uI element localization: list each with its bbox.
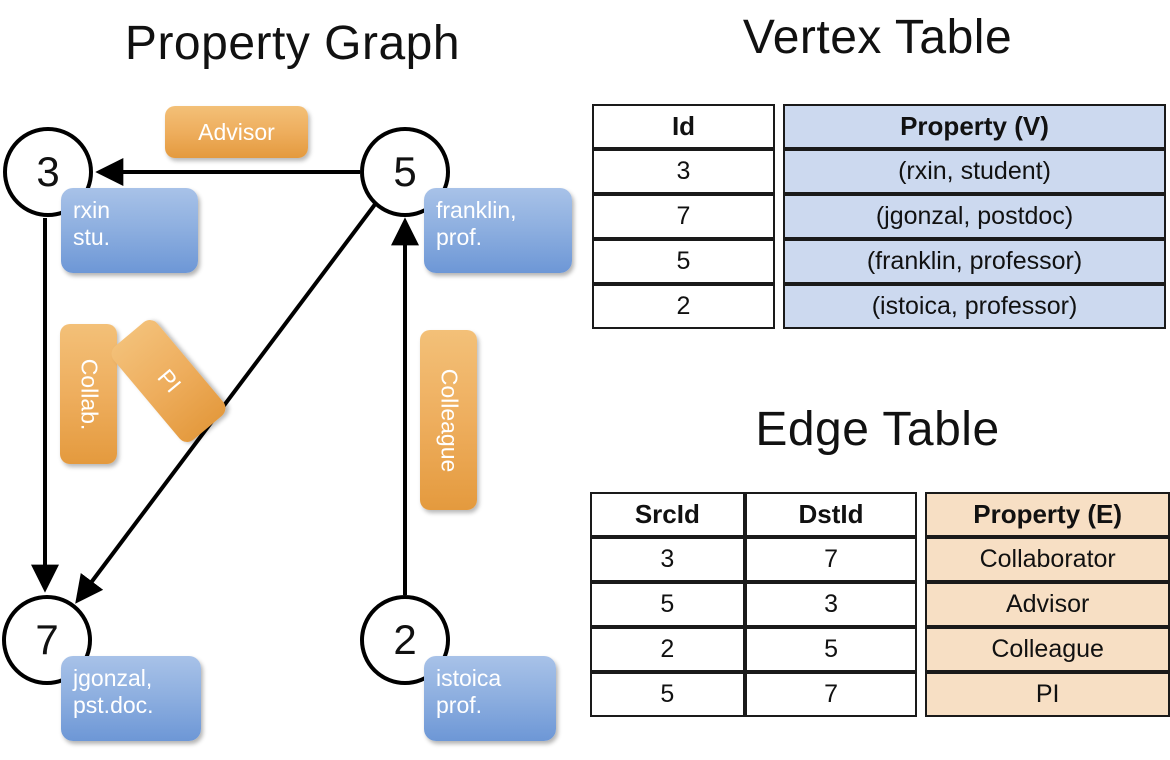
vertex-table-col-id: Id (592, 104, 775, 149)
graph-node-5[interactable]: 5 (360, 127, 450, 217)
vertex-cell-property: (rxin, student) (783, 149, 1166, 194)
table-row[interactable]: 2 5 Colleague (590, 627, 1170, 672)
edge-cell-property: Advisor (925, 582, 1170, 627)
vertex-cell-property: (jgonzal, postdoc) (783, 194, 1166, 239)
edge-cell-property: Colleague (925, 627, 1170, 672)
vertex-cell-property: (franklin, professor) (783, 239, 1166, 284)
edge-5-to-7 (75, 201, 378, 604)
edge-table-col-property: Property (E) (925, 492, 1170, 537)
table-row[interactable]: 3 7 Collaborator (590, 537, 1170, 582)
table-row[interactable]: 5 7 PI (590, 672, 1170, 717)
graph-node-7-label: 7 (35, 616, 59, 663)
table-row[interactable]: 5 (franklin, professor) (592, 239, 1166, 284)
vertex-row-gap (775, 239, 783, 284)
graph-node-2-label: 2 (393, 616, 417, 663)
edge-cell-property: Collaborator (925, 537, 1170, 582)
table-row[interactable]: 3 (rxin, student) (592, 149, 1166, 194)
node-property-callout-2: istoica prof. (424, 656, 556, 741)
edge-row-gap (917, 537, 925, 582)
page-title-vertex-table: Vertex Table (742, 11, 1013, 64)
edge-table-col-dstid: DstId (744, 492, 918, 537)
edge-cell-dstid: 3 (744, 582, 918, 627)
property-graph-panel: 3 5 7 2 rxin stu. franklin, prof. jgonza… (2, 106, 572, 741)
vertex-cell-id: 3 (592, 149, 775, 194)
graph-node-3-label: 3 (36, 148, 60, 195)
table-row[interactable]: 2 (istoica, professor) (592, 284, 1166, 329)
edge-row-gap (917, 627, 925, 672)
graph-edges-svg (31, 158, 419, 604)
node-property-callout-5: franklin, prof. (424, 188, 572, 273)
node-property-callout-7: jgonzal, pst.doc. (61, 656, 201, 741)
edge-label-collab: Collab. (60, 324, 117, 464)
vertex-row-gap (775, 194, 783, 239)
edge-table-col-gap (917, 492, 925, 537)
edge-table: SrcId DstId Property (E) 3 7 Collaborato… (590, 492, 1170, 717)
edge-table-header-row: SrcId DstId Property (E) (590, 492, 1170, 537)
vertex-cell-property: (istoica, professor) (783, 284, 1166, 329)
vertex-table-header-row: Id Property (V) (592, 104, 1166, 149)
edge-cell-srcid: 2 (590, 627, 745, 672)
edge-label-advisor: Advisor (165, 106, 308, 158)
vertex-row-gap (775, 149, 783, 194)
edge-label-colleague: Colleague (420, 330, 477, 510)
vertex-cell-id: 5 (592, 239, 775, 284)
edge-label-advisor-text: Advisor (198, 118, 275, 145)
vertex-cell-id: 2 (592, 284, 775, 329)
edge-label-pi-text: PI (151, 364, 186, 398)
edge-cell-srcid: 5 (590, 672, 745, 717)
vertex-table: Id Property (V) 3 (rxin, student) 7 (jgo… (592, 104, 1166, 329)
vertex-table-col-gap (775, 104, 783, 149)
edge-cell-property: PI (925, 672, 1170, 717)
edge-row-gap (917, 672, 925, 717)
edge-table-col-srcid: SrcId (590, 492, 745, 537)
edge-row-gap (917, 582, 925, 627)
vertex-row-gap (775, 284, 783, 329)
edge-label-collab-text: Collab. (76, 358, 103, 430)
edge-cell-srcid: 3 (590, 537, 745, 582)
edge-cell-dstid: 7 (744, 672, 918, 717)
graph-node-5-label: 5 (393, 148, 417, 195)
graph-node-2[interactable]: 2 (360, 595, 450, 685)
node-property-callout-3: rxin stu. (61, 188, 198, 273)
vertex-cell-id: 7 (592, 194, 775, 239)
table-row[interactable]: 5 3 Advisor (590, 582, 1170, 627)
edge-cell-dstid: 5 (744, 627, 918, 672)
edge-cell-dstid: 7 (744, 537, 918, 582)
edge-cell-srcid: 5 (590, 582, 745, 627)
table-row[interactable]: 7 (jgonzal, postdoc) (592, 194, 1166, 239)
vertex-table-col-property: Property (V) (783, 104, 1166, 149)
page-title-property-graph: Property Graph (124, 17, 461, 70)
page-title-edge-table: Edge Table (755, 403, 1000, 456)
edge-label-colleague-text: Colleague (436, 368, 462, 472)
